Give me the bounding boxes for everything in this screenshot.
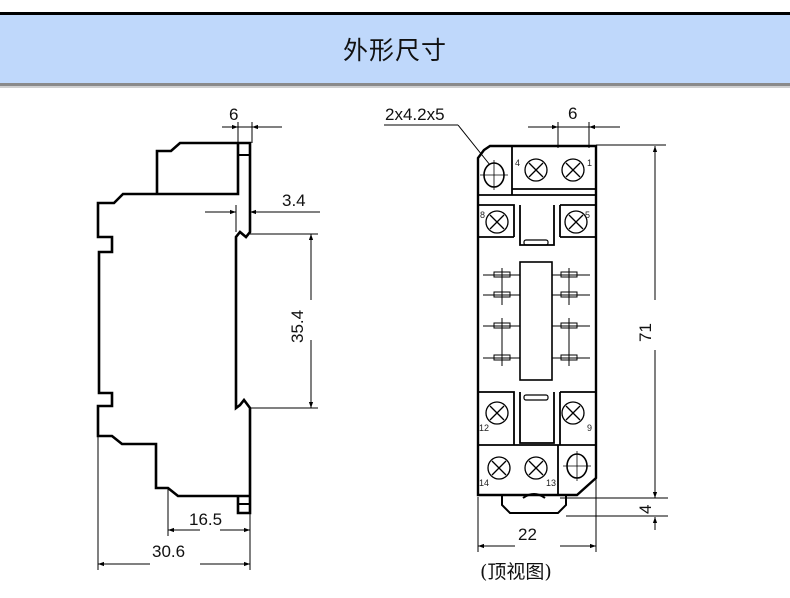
top-slot (523, 239, 549, 246)
dim-label-side-bottom: 16.5 (189, 510, 222, 529)
terminal-label: 8 (480, 210, 485, 220)
dim-side-top-width (222, 122, 282, 143)
dim-side-rail-offset (205, 205, 320, 232)
screw-icon (561, 158, 585, 182)
terminal-label: 12 (479, 423, 489, 433)
dim-top-overall-height (596, 144, 666, 498)
screw-icon (524, 456, 548, 480)
terminal-label: 9 (587, 423, 592, 433)
top-view (476, 144, 598, 514)
terminal-label: 13 (546, 478, 556, 488)
hole-spec-label: 2x4.2x5 (385, 105, 445, 124)
dim-top-width (477, 478, 597, 552)
terminal-label: 5 (585, 210, 590, 220)
dim-side-depth (97, 436, 250, 570)
mounting-hole-top (480, 160, 508, 190)
screw-icon (564, 210, 588, 234)
top-view-caption: (顶视图) (480, 561, 552, 583)
din-clip (501, 493, 567, 514)
screw-icon (485, 210, 509, 234)
dim-label-top-clip: 4 (636, 505, 655, 514)
dim-label-side-rail-offset: 3.4 (282, 191, 306, 210)
dim-label-side-rail-height: 35.4 (288, 310, 307, 343)
dim-top-terminal-pitch (528, 122, 620, 148)
dim-side-rail-height (250, 233, 318, 409)
terminal-label: 1 (587, 158, 592, 168)
dim-label-top-width: 22 (518, 525, 537, 544)
terminal-screws (485, 158, 588, 480)
bottom-terminal-block (478, 391, 596, 495)
terminal-label: 4 (515, 158, 520, 168)
mounting-hole-bottom (563, 451, 591, 481)
screw-icon (485, 401, 509, 425)
screw-icon (487, 456, 511, 480)
center-slot (519, 261, 553, 381)
side-view (96, 141, 252, 515)
section-title: 外形尺寸 (342, 36, 447, 65)
hole-spec-leader (384, 124, 491, 166)
section-header: 外形尺寸 (0, 12, 790, 86)
top-view-outline (476, 144, 598, 497)
dim-top-clip (560, 497, 668, 530)
dim-side-bottom (167, 488, 251, 570)
terminal-label: 14 (479, 478, 489, 488)
screw-icon (561, 401, 585, 425)
pin-contacts (483, 268, 590, 366)
dim-label-side-top-width: 6 (229, 105, 238, 124)
dim-label-top-terminal-pitch: 6 (568, 104, 577, 123)
header-divider (0, 86, 790, 88)
dim-label-top-overall-height: 71 (636, 323, 655, 342)
bottom-slot (523, 394, 549, 401)
dim-label-side-depth: 30.6 (152, 542, 185, 561)
screw-icon (524, 158, 548, 182)
side-view-outline (96, 141, 252, 515)
